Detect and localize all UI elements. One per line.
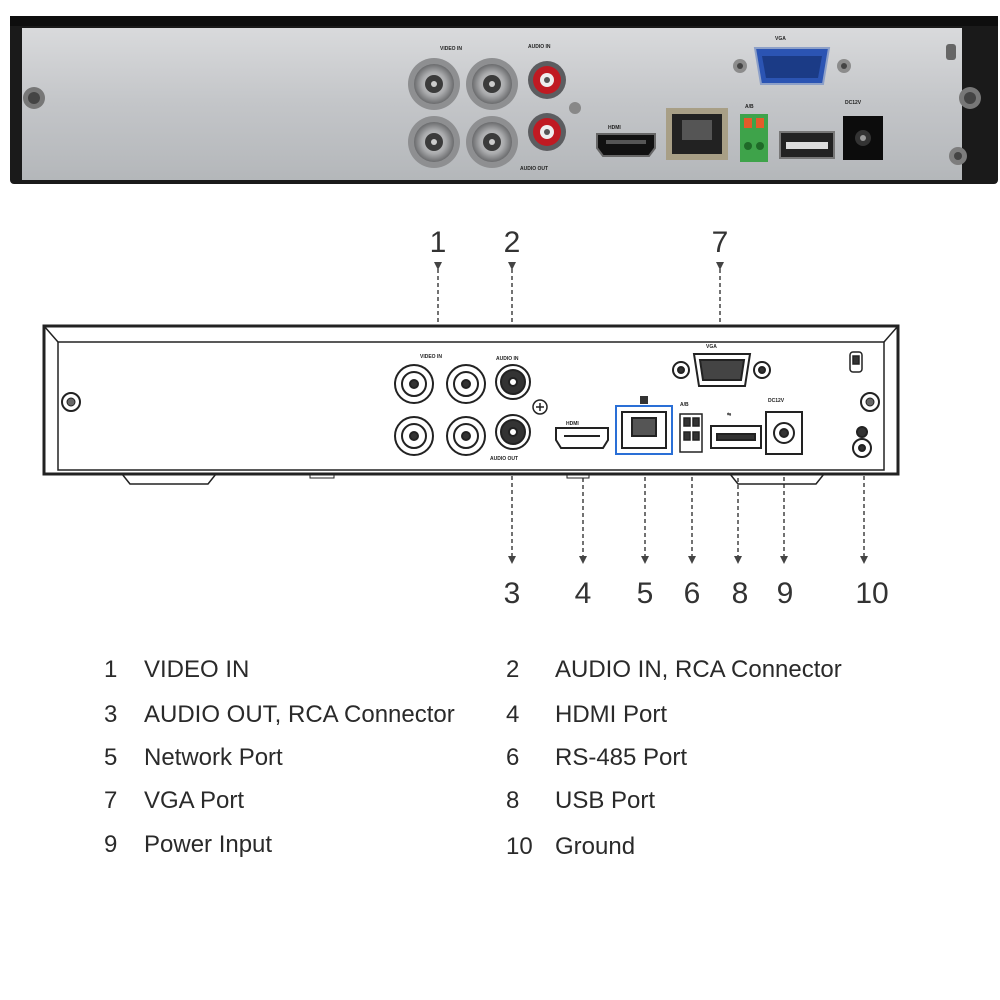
diagram-rs485-label: A/B	[680, 402, 689, 408]
legend-item: 6 RS-485 Port	[506, 744, 687, 772]
legend-item: 9 Power Input	[104, 831, 272, 859]
rear-panel-diagram: 1 2 7 3 4 5 6 8 9 10	[42, 226, 900, 610]
legend-number: 1	[104, 656, 118, 683]
diagram-audio-out-label: AUDIO OUT	[490, 456, 518, 462]
photo-vga-port	[733, 47, 851, 85]
diagram-usb-symbol: ⇋	[727, 412, 732, 418]
callout-1: 1	[430, 226, 447, 259]
legend-number: 8	[506, 787, 520, 814]
legend-label: HDMI Port	[555, 701, 668, 728]
legend-label: USB Port	[555, 787, 656, 814]
diagram-audio-rca	[495, 364, 548, 450]
rear-panel-photo: VIDEO IN AUDIO IN AUDIO OUT HDMI A/B DC1…	[10, 16, 998, 184]
photo-rs485-label: A/B	[745, 104, 754, 110]
diagram-right-screw	[860, 392, 880, 412]
legend-number: 3	[104, 701, 118, 728]
legend-number: 5	[104, 744, 118, 771]
callout-3: 3	[504, 577, 521, 610]
diagram-power-label: DC12V	[768, 398, 785, 404]
legend-label: Ground	[555, 833, 636, 860]
diagram-hdmi-port	[555, 427, 609, 449]
legend-label: RS-485 Port	[555, 744, 688, 771]
photo-usb-port	[779, 131, 835, 159]
callout-7: 7	[712, 226, 729, 259]
callout-8: 8	[732, 577, 749, 610]
photo-ground-screw	[949, 147, 967, 165]
diagram-audio-in-label: AUDIO IN	[496, 356, 519, 362]
legend-number: 2	[506, 656, 520, 683]
diagram-power-jack	[765, 411, 803, 455]
legend-number: 7	[104, 787, 118, 814]
callout-10: 10	[855, 577, 888, 610]
photo-vga-label: VGA	[775, 36, 786, 42]
diagram-video-in-label: VIDEO IN	[420, 354, 442, 360]
legend-label: AUDIO IN, RCA Connector	[555, 656, 842, 683]
legend-label: Power Input	[144, 831, 273, 858]
diagram-rs485-port	[679, 413, 703, 453]
photo-video-in-bnc	[408, 58, 518, 168]
diagram-switch	[849, 351, 863, 373]
legend-item: 5 Network Port	[104, 744, 283, 772]
legend-number: 10	[506, 833, 533, 860]
diagram-vga-port	[672, 353, 771, 387]
diagram-chassis	[42, 324, 900, 485]
legend-label: AUDIO OUT, RCA Connector	[144, 701, 455, 728]
photo-audio-in-label: AUDIO IN	[528, 44, 551, 50]
legend-number: 6	[506, 744, 520, 771]
diagram-video-in-bnc	[394, 364, 486, 456]
photo-hdmi-label: HDMI	[608, 125, 621, 131]
legend-item: 3 AUDIO OUT, RCA Connector	[104, 701, 455, 729]
legend-label: VIDEO IN	[144, 656, 250, 683]
diagram-vga-label: VGA	[706, 344, 717, 350]
legend-item: 10 Ground	[506, 833, 635, 861]
legend-item: 8 USB Port	[506, 787, 655, 815]
diagram-hdmi-label: HDMI	[566, 421, 579, 427]
legend-item: 1 VIDEO IN	[104, 656, 249, 684]
photo-audio-rca	[528, 61, 581, 151]
callout-2: 2	[504, 226, 521, 259]
photo-video-in-label: VIDEO IN	[440, 46, 462, 52]
photo-power-label: DC12V	[845, 100, 862, 106]
photo-switch	[946, 44, 956, 60]
photo-rs485-port	[740, 114, 768, 162]
legend-label: Network Port	[144, 744, 283, 771]
photo-left-screw	[23, 87, 45, 109]
legend-item: 2 AUDIO IN, RCA Connector	[506, 656, 842, 684]
legend-label: VGA Port	[144, 787, 245, 814]
legend-item: 7 VGA Port	[104, 787, 244, 815]
callout-6: 6	[684, 577, 701, 610]
photo-right-screw	[959, 87, 981, 109]
diagram-network-port	[615, 396, 673, 455]
photo-hdmi-port	[596, 133, 656, 157]
photo-power-jack	[843, 116, 883, 160]
legend-number: 4	[506, 701, 520, 728]
legend-number: 9	[104, 831, 118, 858]
photo-network-port	[666, 108, 728, 160]
photo-audio-out-label: AUDIO OUT	[520, 166, 548, 172]
legend-item: 4 HDMI Port	[506, 701, 667, 729]
diagram-left-screw	[61, 392, 81, 412]
callout-5: 5	[637, 577, 654, 610]
diagram-usb-port	[710, 425, 762, 449]
diagram-ground-terminal	[852, 426, 872, 458]
callout-9: 9	[777, 577, 794, 610]
callout-4: 4	[575, 577, 592, 610]
